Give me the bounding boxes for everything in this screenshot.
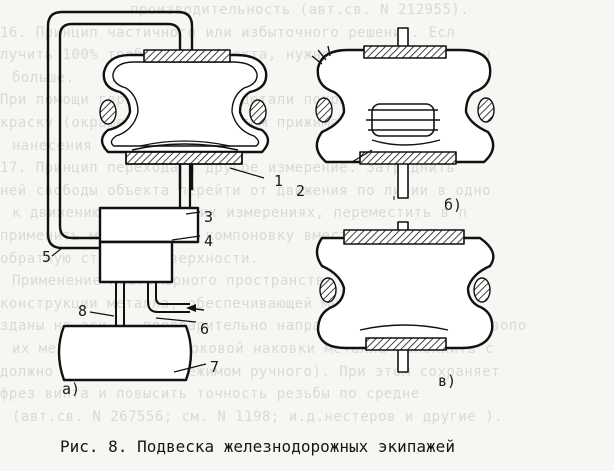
reservoir-7 — [57, 324, 193, 382]
label-a: а) — [62, 380, 80, 398]
label-6: 6 — [200, 320, 209, 338]
air-spring-v — [315, 236, 495, 350]
label-5: 5 — [42, 248, 51, 266]
figure-b — [311, 27, 495, 200]
label-1: 1 — [274, 172, 283, 190]
label-b: б) — [444, 196, 462, 214]
background-text-line: 17. Принцип перехода в другое измерение.… — [0, 160, 456, 177]
background-text-line: ней свободы объекта перейти от движения … — [0, 182, 492, 199]
pipe-6 — [147, 282, 190, 313]
air-spring-1 — [100, 53, 270, 154]
valve-block-3 — [98, 206, 200, 244]
background-text-line: производительность (авт.св. N 212955). — [130, 2, 470, 18]
label-4: 4 — [204, 232, 213, 250]
background-text-line: фрез винта и повысить точность резьбы по… — [0, 386, 420, 403]
pipe-8 — [115, 282, 125, 326]
valve-block-4 — [98, 240, 174, 284]
pipe-5 — [46, 10, 194, 250]
label-8: 8 — [78, 302, 87, 320]
figure-a — [46, 10, 270, 382]
background-text-line: (авт.св. N 267556; см. N 1198; и.д.несте… — [12, 408, 504, 425]
label-v: в) — [438, 372, 456, 390]
background-text-line: 16. Принцип частичного или избыточного р… — [0, 24, 456, 41]
air-spring-b — [315, 48, 495, 164]
figure-v — [315, 221, 495, 373]
label-7: 7 — [210, 358, 219, 376]
label-2: 2 — [296, 182, 305, 200]
label-3: 3 — [204, 208, 213, 226]
background-text-line: больше. — [12, 69, 75, 86]
figure-caption: Рис. 8. Подвеска железнодорожных экипаже… — [60, 437, 455, 456]
